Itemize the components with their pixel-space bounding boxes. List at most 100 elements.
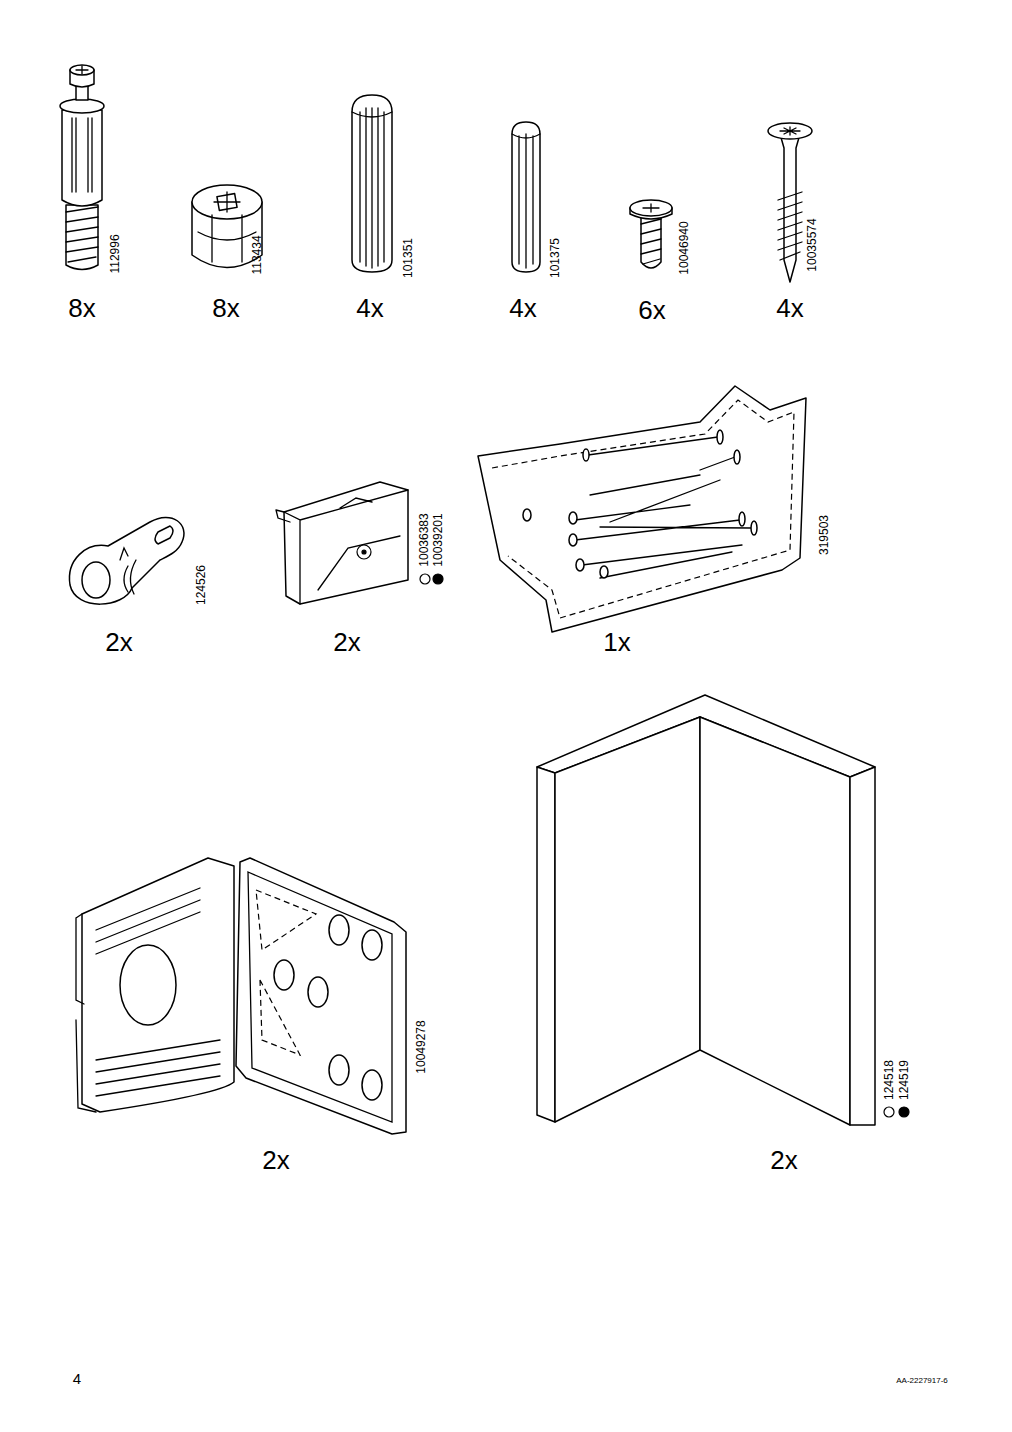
wood-screw-illustration xyxy=(768,123,812,139)
bracket-illustration xyxy=(362,930,382,960)
dowel-illustration xyxy=(512,134,540,268)
cam-bolt-illustration xyxy=(60,65,104,270)
part-number: 10035574 xyxy=(806,218,818,271)
nail-bag-illustration xyxy=(492,400,794,618)
key-tool-illustration xyxy=(82,562,110,598)
bracket-illustration xyxy=(248,872,392,1122)
nail-bag-illustration xyxy=(734,450,740,464)
nail-bag-illustration xyxy=(569,512,577,524)
color-symbol xyxy=(420,574,430,584)
nail-bag-illustration xyxy=(569,534,577,546)
part-number: 101351 xyxy=(402,238,414,278)
quantity: 2x xyxy=(262,1147,289,1173)
dowel-illustration xyxy=(352,95,392,272)
quantity: 2x xyxy=(333,629,360,655)
clip-illustration xyxy=(276,482,408,604)
part-number: 101375 xyxy=(549,238,561,278)
quantity: 4x xyxy=(509,295,536,321)
nail-bag-illustration xyxy=(583,449,589,461)
nail-bag-illustration xyxy=(600,566,608,578)
cam-bolt-illustration xyxy=(70,65,94,75)
quantity: 6x xyxy=(638,297,665,323)
nail-bag-illustration xyxy=(523,430,757,578)
cam-lock-illustration xyxy=(198,215,256,262)
corner-panel-illustration xyxy=(537,695,875,1125)
bracket-illustration xyxy=(329,915,349,945)
part-number: 319503 xyxy=(818,515,830,555)
part-number: 124518 xyxy=(883,1060,895,1100)
document-code: AA-2227917-6 xyxy=(896,1377,948,1385)
bracket-illustration xyxy=(120,945,176,1025)
bracket-illustration xyxy=(362,1070,382,1100)
bracket-illustration xyxy=(329,1055,349,1085)
color-symbol xyxy=(899,1107,909,1117)
cam-bolt-illustration xyxy=(62,110,102,206)
bracket-illustration xyxy=(256,890,316,1055)
clip-illustration xyxy=(284,482,408,604)
bracket-illustration xyxy=(76,914,96,1112)
clip-illustration xyxy=(362,550,366,554)
nail-bag-illustration xyxy=(575,437,752,578)
part-number: 124519 xyxy=(898,1060,910,1100)
clip-illustration xyxy=(318,536,400,590)
quantity: 8x xyxy=(68,295,95,321)
clip-illustration xyxy=(357,545,371,559)
wood-screw-illustration xyxy=(778,192,802,260)
nail-bag-illustration xyxy=(739,512,745,526)
part-number: 124526 xyxy=(195,565,207,605)
part-number: 10049278 xyxy=(415,1020,427,1073)
quantity: 4x xyxy=(356,295,383,321)
key-tool-illustration xyxy=(155,526,173,544)
nail-bag-illustration xyxy=(717,430,723,444)
cam-bolt-illustration xyxy=(72,118,92,192)
part-number: 10046940 xyxy=(678,221,690,274)
color-symbol xyxy=(433,574,443,584)
corner-panel-illustration xyxy=(700,717,850,1125)
part-number: 10039201 xyxy=(432,513,444,566)
corner-panel-illustration xyxy=(555,717,700,1122)
screw-illustration xyxy=(641,215,661,268)
nail-bag-illustration xyxy=(576,559,584,571)
wood-screw-illustration xyxy=(780,127,800,135)
part-number: 113434 xyxy=(251,235,263,274)
quantity: 2x xyxy=(105,629,132,655)
bracket-illustration xyxy=(274,960,294,990)
clip-illustration xyxy=(276,490,408,604)
page-number: 4 xyxy=(73,1371,81,1386)
quantity: 1x xyxy=(603,629,630,655)
nail-bag-illustration xyxy=(751,521,757,535)
corner-panel-illustration xyxy=(850,767,875,1125)
key-tool-illustration xyxy=(124,560,136,594)
bracket-illustration xyxy=(76,858,406,1134)
cam-bolt-illustration xyxy=(60,99,104,113)
screw-illustration xyxy=(630,200,672,268)
key-tool-illustration xyxy=(69,518,183,605)
quantity: 4x xyxy=(776,295,803,321)
bracket-illustration xyxy=(236,858,406,1134)
cam-lock-illustration xyxy=(192,185,262,219)
cam-bolt-illustration xyxy=(76,66,88,74)
quantity: 8x xyxy=(212,295,239,321)
bracket-illustration xyxy=(82,858,234,1112)
screw-illustration xyxy=(641,219,661,264)
corner-panel-illustration xyxy=(537,767,555,1122)
cam-lock-illustration xyxy=(214,192,240,212)
dowel-illustration xyxy=(352,108,392,268)
cam-bolt-illustration xyxy=(66,205,98,270)
screw-illustration xyxy=(643,204,659,212)
cam-bolt-illustration xyxy=(66,207,98,262)
dowel-illustration xyxy=(352,95,392,272)
screw-illustration xyxy=(630,200,672,216)
part-number: 10036383 xyxy=(418,513,430,566)
quantity: 2x xyxy=(770,1147,797,1173)
key-tool-illustration xyxy=(120,548,128,560)
color-symbol xyxy=(884,1107,894,1117)
nail-bag-illustration xyxy=(478,386,806,632)
nail-bag-illustration xyxy=(478,386,806,632)
dowel-illustration xyxy=(512,122,540,272)
key-tool-illustration xyxy=(69,518,183,605)
bracket-illustration xyxy=(308,977,328,1007)
dowel-illustration xyxy=(512,122,540,272)
nail-bag-illustration xyxy=(523,509,531,521)
